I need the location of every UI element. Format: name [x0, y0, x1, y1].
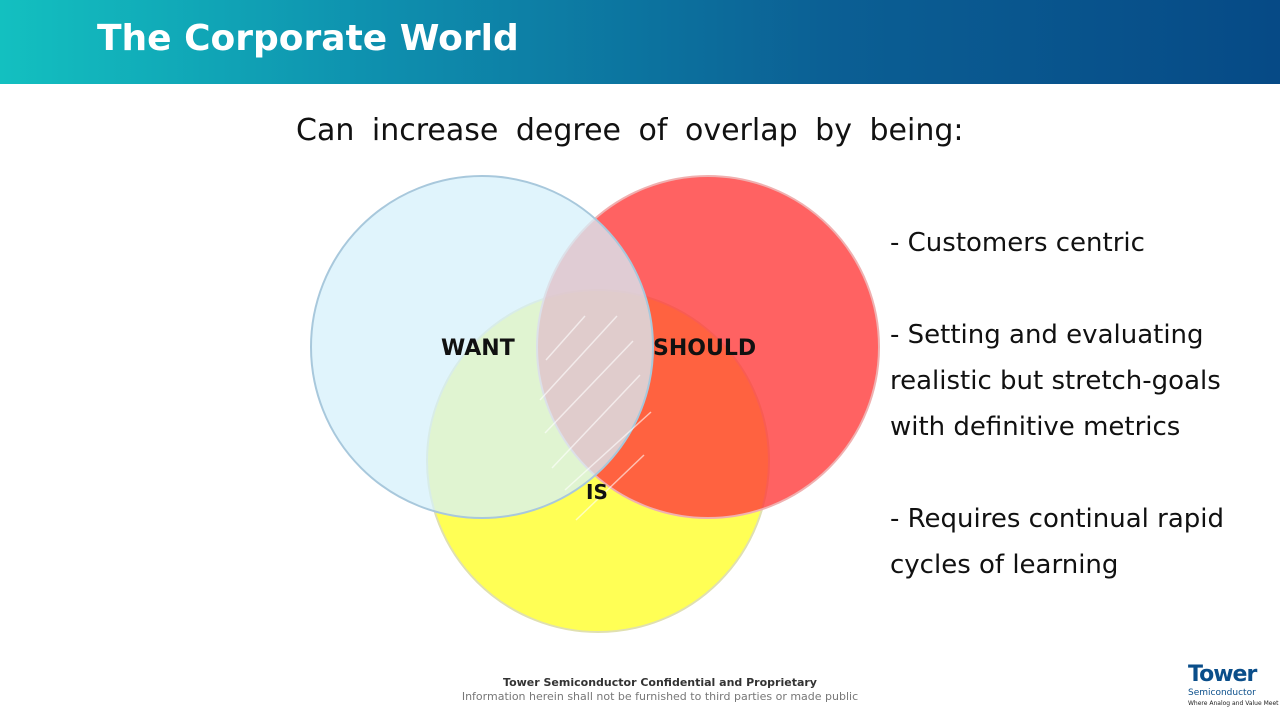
slide-title: The Corporate World — [97, 18, 519, 59]
footer-confidential: Tower Semiconductor Confidential and Pro… — [503, 676, 817, 689]
header-bar: The Corporate World — [0, 0, 1280, 84]
bullet-item: - Requires continual rapid cycles of lea… — [890, 504, 1225, 580]
footer: Tower Semiconductor Confidential and Pro… — [430, 676, 890, 704]
tower-logo: Tower Semiconductor Where Analog and Val… — [1188, 662, 1279, 708]
logo-sub: Semiconductor — [1188, 688, 1256, 698]
label-should: SHOULD — [653, 336, 757, 361]
logo-word: Tower — [1188, 662, 1257, 687]
label-is: IS — [586, 480, 608, 504]
bullet-item: - Customers centric — [890, 228, 1145, 258]
hatch-lines — [539, 315, 652, 521]
bullet-list: - Customers centric - Setting and evalua… — [890, 220, 1230, 634]
logo-tagline: Where Analog and Value Meet — [1188, 700, 1279, 707]
circle-want — [310, 175, 654, 519]
slide-subtitle: Can increase degree of overlap by being: — [296, 113, 964, 148]
label-want: WANT — [441, 336, 515, 361]
footer-notice: Information herein shall not be furnishe… — [461, 690, 859, 703]
bullet-item: - Setting and evaluating realistic but s… — [890, 320, 1221, 442]
